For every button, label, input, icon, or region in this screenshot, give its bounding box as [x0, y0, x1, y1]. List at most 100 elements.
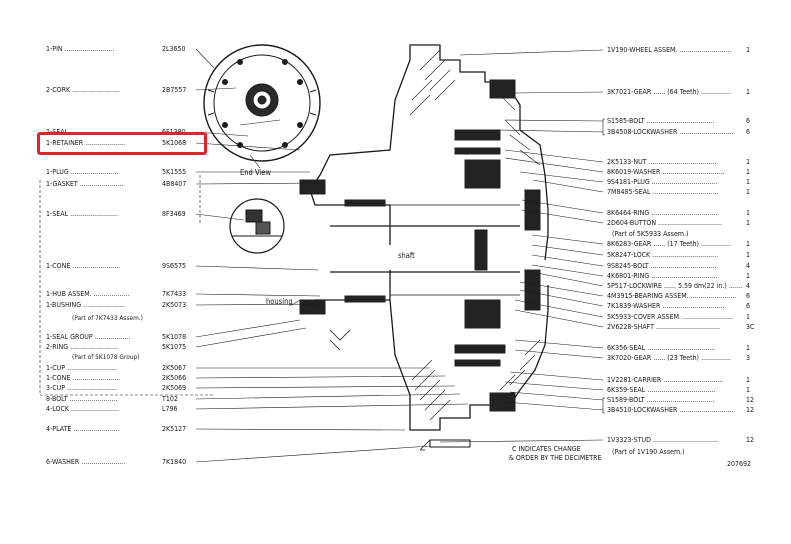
left-part-label: 2-RING ........................	[46, 343, 119, 351]
right-leader-line	[531, 234, 604, 245]
right-leader-line	[531, 264, 604, 277]
right-part-quantity: 1	[746, 158, 751, 166]
right-part-quantity: 1	[746, 219, 751, 227]
left-part-label: 1-HUB ASSEM. ..................	[46, 290, 130, 298]
right-leader-line	[532, 179, 604, 193]
left-leader-line	[195, 319, 301, 338]
ring-note: (Part of 5K1078 Group)	[72, 353, 140, 361]
right-part-label: 6K356-SEAL .............................…	[607, 344, 716, 352]
right-part-quantity: 1	[746, 272, 751, 280]
right-part-label: S1585-BOLT .............................…	[607, 117, 715, 125]
left-leader-line	[195, 293, 321, 297]
right-leader-line	[499, 129, 604, 133]
left-part-number: 2K5069	[162, 384, 187, 392]
right-part-label: 8K6464-RING ............................…	[607, 209, 718, 217]
seal-detail-drawing	[229, 198, 285, 254]
shaft-label: shaft	[398, 251, 415, 260]
left-part-number: 2K5127	[162, 425, 187, 433]
left-leader-line	[195, 265, 319, 271]
right-part-label: 7K1839-WASHER ..........................…	[607, 302, 725, 310]
left-leader-line	[195, 142, 301, 151]
bushing-note: (Part of 7K7433 Assem.)	[72, 314, 143, 322]
right-part-label: 5K8247-LOCK ............................…	[607, 251, 719, 259]
right-leader-line	[514, 339, 604, 349]
right-part-label: 2D604-BUTTON ...........................…	[607, 219, 723, 227]
right-part-label: 7M8485-SEAL ............................…	[607, 188, 719, 196]
right-leader-line	[521, 199, 604, 214]
left-part-number: 5K1078	[162, 333, 187, 341]
left-part-number: L796	[162, 405, 178, 413]
right-part-label: 4M3915-BEARING ASSEM. ..................…	[607, 292, 737, 300]
right-part-quantity: 1	[746, 178, 751, 186]
left-part-number: 2K5073	[162, 301, 187, 309]
left-leader-line	[195, 445, 431, 463]
right-part-quantity: 1	[746, 46, 751, 54]
hub-housing-drawing	[309, 44, 549, 431]
right-leader-line	[459, 49, 604, 56]
right-part-label: 9S8245-BOLT ............................…	[607, 262, 717, 270]
right-part-quantity: 1	[746, 188, 751, 196]
right-leader-line	[504, 119, 604, 122]
right-leader-line	[504, 381, 604, 391]
right-leader-line	[514, 309, 604, 328]
right-part-quantity: 6	[746, 302, 751, 310]
right-part-quantity: 1	[746, 386, 751, 394]
left-part-number: 5K1555	[162, 168, 187, 176]
right-leader-line	[504, 157, 604, 173]
left-part-label: 4-PLATE .......................	[46, 425, 120, 433]
left-part-number: 2B7557	[162, 86, 187, 94]
left-part-number: T102	[162, 395, 178, 403]
right-part-label: 4K6801-RING ............................…	[607, 272, 718, 280]
right-leader-line	[439, 439, 604, 443]
right-part-label: 9S4181-PLUG ............................…	[607, 178, 718, 186]
right-part-label: 2K5133-NUT .............................…	[607, 158, 717, 166]
left-part-label: 1-SEAL ........................	[46, 210, 119, 218]
left-leader-line	[195, 48, 215, 69]
right-leader-line	[519, 281, 604, 297]
left-leader-line	[195, 403, 469, 410]
left-part-number: 2K5067	[162, 364, 187, 372]
left-part-number: 9S6575	[162, 262, 187, 270]
end-view-label: End View	[240, 168, 271, 177]
right-part-label: 1V190-WHEEL ASSEM. .....................…	[607, 46, 732, 54]
right-part-quantity: 1	[746, 251, 751, 259]
left-part-number: 8F3469	[162, 210, 186, 218]
left-leader-line	[195, 327, 307, 348]
housing-label: housing	[266, 297, 293, 306]
right-leader-line	[531, 244, 604, 256]
left-part-number: 2K5066	[162, 374, 187, 382]
right-part-quantity: 12	[746, 436, 755, 444]
left-leader-line	[195, 87, 237, 91]
right-part-quantity: 1	[746, 240, 751, 248]
right-part-label: 8K6283-GEAR ...... (17 Teeth) ..........…	[607, 240, 732, 248]
left-part-label: 2-CORK ........................	[46, 86, 121, 94]
left-leader-line	[195, 428, 406, 431]
right-leader-line	[509, 371, 604, 381]
change-note-line2: & ORDER BY THE DECIMETRE	[509, 454, 602, 462]
left-part-number: 7K7433	[162, 290, 187, 298]
right-part-quantity: 12	[746, 406, 755, 414]
left-leader-line	[195, 385, 456, 389]
right-part-label: 1V2281-CARRIER .........................…	[607, 376, 724, 384]
right-leader-line	[531, 254, 604, 267]
change-note-line1: C INDICATES CHANGE	[512, 445, 581, 453]
right-part-label: 1V3323-STUD ............................…	[607, 436, 719, 444]
right-leader-line	[509, 391, 604, 401]
right-part-quantity: 4	[746, 262, 751, 270]
left-leader-line	[195, 393, 461, 400]
right-part-quantity: 1	[746, 376, 751, 384]
left-part-label: 1-PLUG ........................	[46, 168, 119, 176]
right-leader-line	[519, 171, 604, 183]
left-part-number: 7K1840	[162, 458, 187, 466]
right-part-label: 6K359-SEAL .............................…	[607, 386, 716, 394]
left-part-label: 1-CUP .........................	[46, 364, 118, 372]
right-leader-line	[504, 401, 604, 411]
right-part-label: 5P517-LOCKWIRE ...... 5.59 dm(22 in.) ..…	[607, 282, 743, 290]
figure-number: 207692	[727, 460, 752, 468]
right-part-quantity: 1	[746, 168, 751, 176]
right-part-label: 8K6019-WASHER ..........................…	[607, 168, 725, 176]
right-part-quantity: 4	[746, 282, 751, 290]
right-part-quantity: 1	[746, 344, 751, 352]
left-leader-line	[195, 182, 319, 185]
